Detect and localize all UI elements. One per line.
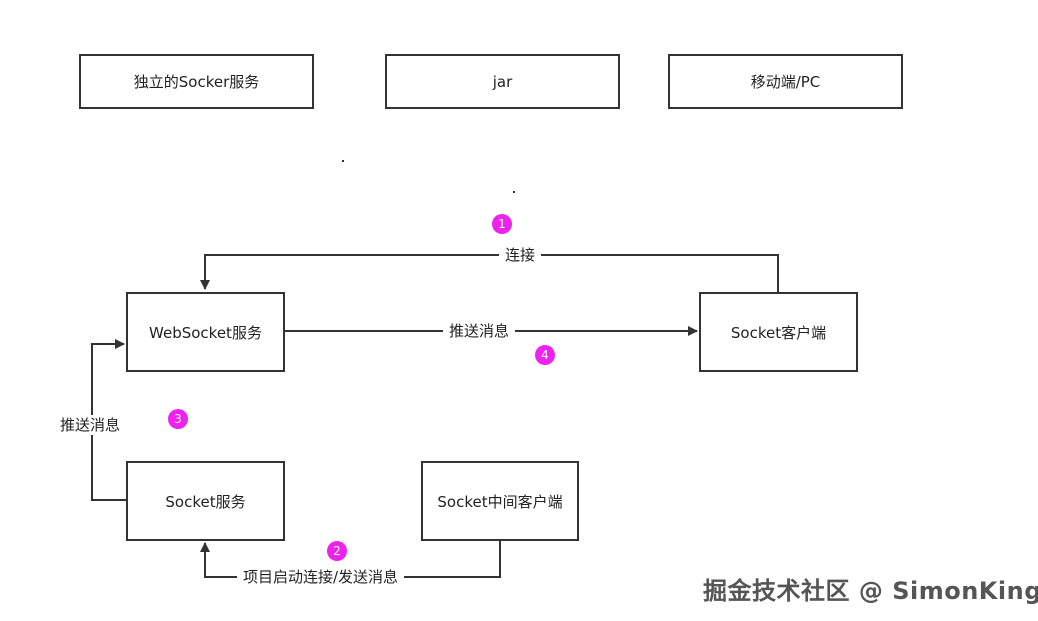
edge-label-start-connect: 项目启动连接/发送消息 — [237, 567, 405, 587]
node-label: Socket中间客户端 — [437, 492, 563, 511]
node-label: Socket客户端 — [730, 323, 827, 342]
box-mobile-pc: 移动端/PC — [668, 54, 903, 109]
node-socket-client: Socket客户端 — [699, 292, 858, 372]
stray-dot — [513, 191, 515, 193]
step-badge-2: 2 — [327, 541, 347, 561]
stray-dot — [342, 160, 344, 162]
box-label: jar — [492, 72, 513, 91]
node-socket-middle-client: Socket中间客户端 — [421, 461, 579, 541]
node-label: Socket服务 — [165, 492, 246, 511]
box-standalone-socket-service: 独立的Socker服务 — [79, 54, 314, 109]
step-badge-1: 1 — [492, 214, 512, 234]
node-socket-service: Socket服务 — [126, 461, 285, 541]
box-label: 移动端/PC — [750, 73, 821, 91]
step-badge-4: 4 — [535, 345, 555, 365]
connect-edge — [200, 254, 779, 292]
box-jar: jar — [385, 54, 620, 109]
edge-label-connect: 连接 — [499, 245, 542, 265]
edge-label-push-left: 推送消息 — [54, 415, 127, 435]
step-badge-3: 3 — [168, 409, 188, 429]
node-websocket-service: WebSocket服务 — [126, 292, 285, 372]
node-label: WebSocket服务 — [149, 323, 262, 342]
box-label: 独立的Socker服务 — [133, 73, 260, 91]
edge-label-push-top: 推送消息 — [443, 321, 516, 341]
watermark-text: 掘金技术社区 @ SimonKing — [703, 577, 1038, 605]
